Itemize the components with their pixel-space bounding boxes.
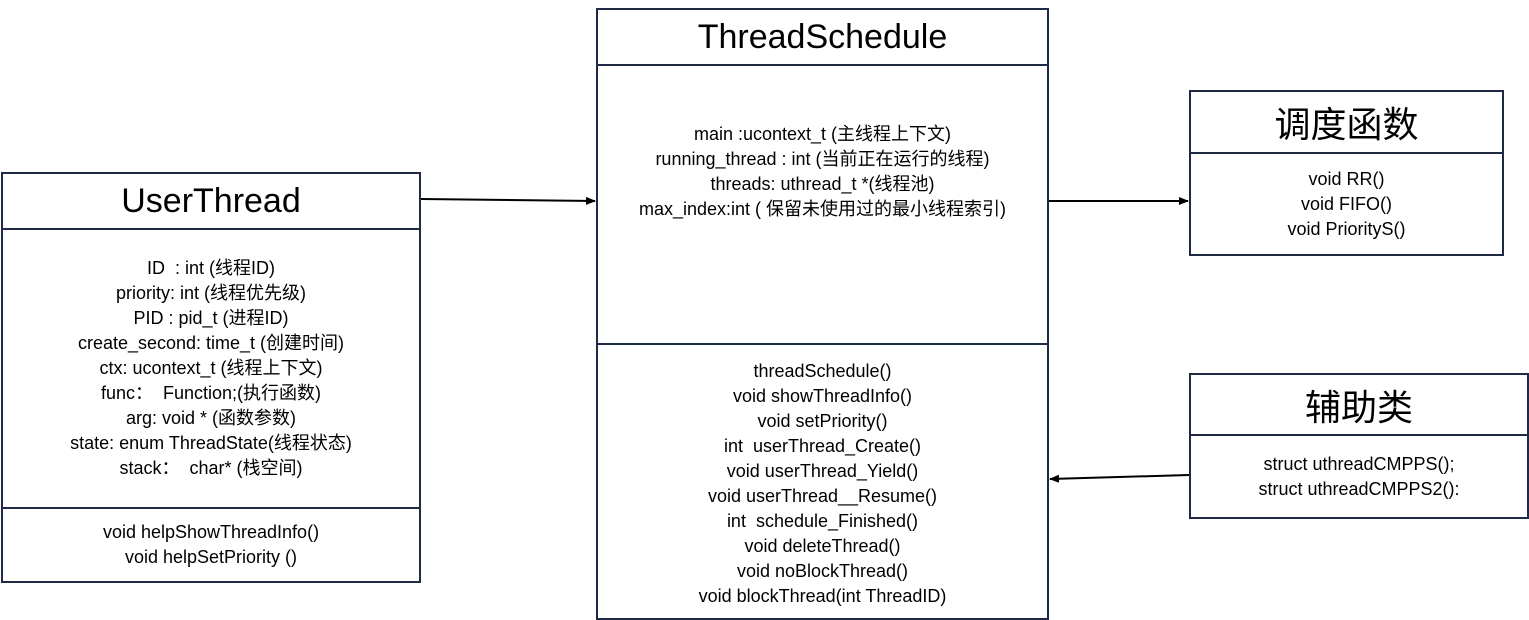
arrow-userthread-to-threadschedule <box>420 196 596 205</box>
threadschedule-attributes: main :ucontext_t (主线程上下文) running_thread… <box>598 66 1047 343</box>
method-line: struct uthreadCMPPS(); <box>1263 453 1455 474</box>
method-line: int schedule_Finished() <box>726 511 919 531</box>
attribute-line: arg: void * (函数参数) <box>125 408 297 428</box>
attribute-line: priority: int (线程优先级) <box>115 283 306 303</box>
attribute-line: stack： char* (栈空间) <box>119 458 303 478</box>
attribute-line: running_thread : int (当前正在运行的线程) <box>655 148 990 169</box>
attribute-line: create_second: time_t (创建时间) <box>77 333 345 353</box>
scheduling-functions-methods: void RR() void FIFO() void PriorityS() <box>1191 154 1502 254</box>
scheduling-functions-title: 调度函数 <box>1191 92 1502 154</box>
userthread-class-box: UserThread ID : int (线程ID) priority: int… <box>1 172 421 583</box>
method-line: struct uthreadCMPPS2(): <box>1258 478 1460 499</box>
threadschedule-methods: threadSchedule() void showThreadInfo() v… <box>598 343 1047 618</box>
userthread-title: UserThread <box>3 174 419 230</box>
method-line: void deleteThread() <box>744 536 901 556</box>
threadschedule-class-box: ThreadSchedule main :ucontext_t (主线程上下文)… <box>596 8 1049 620</box>
method-line: void PriorityS() <box>1287 218 1406 239</box>
method-line: void userThread_Yield() <box>726 461 919 481</box>
method-line: void blockThread(int ThreadID) <box>698 586 947 606</box>
method-line: void FIFO() <box>1300 193 1392 214</box>
attribute-line: ctx: ucontext_t (线程上下文) <box>99 358 323 378</box>
helper-classes-box: 辅助类 struct uthreadCMPPS(); struct uthrea… <box>1189 373 1529 519</box>
threadschedule-title: ThreadSchedule <box>598 10 1047 66</box>
method-line: void showThreadInfo() <box>732 386 913 406</box>
method-line: void helpSetPriority () <box>124 547 298 567</box>
method-line: void helpShowThreadInfo() <box>102 522 320 542</box>
attribute-line: threads: uthread_t *(线程池) <box>710 173 935 194</box>
method-line: int userThread_Create() <box>723 436 922 456</box>
attribute-line: max_index:int ( 保留未使用过的最小线程索引) <box>638 198 1007 219</box>
attribute-line: ID : int (线程ID) <box>146 258 275 278</box>
scheduling-functions-box: 调度函数 void RR() void FIFO() void Priority… <box>1189 90 1504 256</box>
method-line: void RR() <box>1308 168 1385 189</box>
userthread-methods: void helpShowThreadInfo() void helpSetPr… <box>3 507 419 581</box>
attribute-line: PID : pid_t (进程ID) <box>133 308 289 328</box>
attribute-line: func： Function;(执行函数) <box>100 383 322 403</box>
userthread-attributes: ID : int (线程ID) priority: int (线程优先级) PI… <box>3 230 419 507</box>
attribute-line: state: enum ThreadState(线程状态) <box>70 433 352 453</box>
method-line: void noBlockThread() <box>736 561 909 581</box>
attribute-line: main :ucontext_t (主线程上下文) <box>693 123 952 144</box>
helper-classes-methods: struct uthreadCMPPS(); struct uthreadCMP… <box>1191 436 1527 517</box>
method-line: threadSchedule() <box>753 361 892 381</box>
method-line: void setPriority() <box>757 411 888 431</box>
arrow-helper-classes-to-threadschedule <box>1049 474 1190 483</box>
helper-classes-title: 辅助类 <box>1191 375 1527 436</box>
method-line: void userThread__Resume() <box>707 486 938 506</box>
